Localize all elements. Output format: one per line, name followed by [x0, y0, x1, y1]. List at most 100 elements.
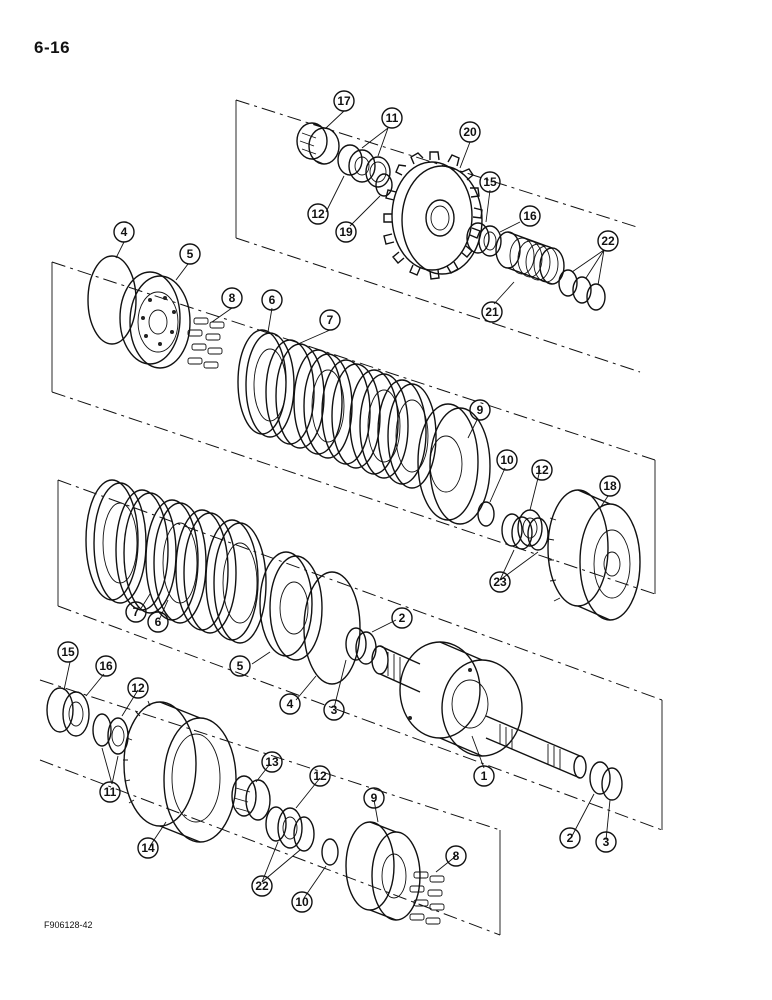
callout-6-lower: 6: [147, 611, 169, 633]
svg-text:4: 4: [121, 225, 128, 239]
gear-20: [383, 151, 483, 280]
svg-text:15: 15: [483, 175, 497, 189]
svg-text:12: 12: [535, 463, 549, 477]
bearing-set-12-23-upper: [501, 509, 549, 551]
svg-text:22: 22: [601, 234, 615, 248]
svg-text:9: 9: [371, 791, 378, 805]
svg-text:8: 8: [453, 849, 460, 863]
seal-rings-22: [558, 269, 606, 311]
callout-4-lower: 4: [279, 693, 301, 715]
o-ring-4-lower: [303, 571, 361, 685]
piston-5-upper: [119, 271, 191, 369]
callout-2-upper: 2: [391, 607, 413, 629]
o-ring-4-upper: [87, 255, 137, 345]
panel-frame-lower: [57, 479, 663, 831]
svg-text:14: 14: [141, 841, 155, 855]
needle-bearing-13: [231, 775, 271, 821]
svg-text:12: 12: [131, 681, 145, 695]
callout-15-top: 15: [479, 171, 501, 193]
svg-text:4: 4: [287, 697, 294, 711]
svg-text:11: 11: [104, 785, 117, 799]
panel-frame-bottom: [39, 679, 501, 936]
callout-12-bottom: 12: [309, 765, 331, 787]
callout-16-top: 16: [519, 205, 541, 227]
svg-text:17: 17: [337, 94, 351, 108]
svg-text:12: 12: [313, 769, 327, 783]
piston-5-lower: [259, 551, 323, 661]
svg-text:16: 16: [99, 659, 113, 673]
thrust-washer-set-11-top: [337, 144, 391, 188]
snap-ring-10-upper: [477, 501, 495, 527]
roller-bearing-17: [296, 122, 340, 165]
callout-5-upper: 5: [179, 243, 201, 265]
callout-18: 18: [599, 475, 621, 497]
callout-19: 19: [335, 221, 357, 243]
svg-text:1: 1: [481, 769, 488, 783]
svg-text:12: 12: [311, 207, 325, 221]
svg-text:3: 3: [331, 703, 338, 717]
callout-9-upper: 9: [469, 399, 491, 421]
callouts: 17 11 20 12 19 15 16 22 21 4 5 8 6 7 9 1…: [57, 90, 621, 913]
callout-23: 23: [489, 571, 511, 593]
callout-12-upper: 12: [531, 459, 553, 481]
svg-text:7: 7: [133, 605, 140, 619]
svg-text:5: 5: [187, 247, 194, 261]
clutch-disc-pack-upper: [237, 329, 437, 489]
panel-frame-top: [235, 99, 641, 373]
callout-13: 13: [261, 751, 283, 773]
callout-12-top: 12: [307, 203, 329, 225]
springs-8-upper: [187, 317, 225, 369]
svg-text:10: 10: [500, 453, 514, 467]
svg-text:2: 2: [567, 831, 574, 845]
callout-17: 17: [333, 90, 355, 112]
snap-ring-10-lower: [321, 838, 339, 866]
springs-8-lower: [409, 871, 445, 925]
seal-rings-2-3-shaft-end: [589, 761, 623, 801]
callout-14: 14: [137, 837, 159, 859]
callout-6-upper: 6: [261, 289, 283, 311]
callout-16-lower: 16: [95, 655, 117, 677]
callout-10-upper: 10: [496, 449, 518, 471]
leader-lines: [63, 110, 611, 899]
callout-3-upper: 3: [323, 699, 345, 721]
svg-text:22: 22: [255, 879, 269, 893]
svg-text:6: 6: [155, 615, 162, 629]
svg-text:8: 8: [229, 291, 236, 305]
callout-7-lower: 7: [125, 601, 147, 623]
output-shaft-1: [371, 641, 587, 779]
callout-22-top: 22: [597, 230, 619, 252]
bearing-12-22-lower: [265, 806, 315, 852]
svg-text:6: 6: [269, 293, 276, 307]
svg-text:2: 2: [399, 611, 406, 625]
svg-text:23: 23: [493, 575, 507, 589]
callout-1: 1: [473, 765, 495, 787]
ring-gear-14: [123, 700, 237, 843]
svg-text:16: 16: [523, 209, 537, 223]
panel-frame-middle: [51, 261, 656, 595]
callout-10-lower: 10: [291, 891, 313, 913]
callout-12-lower: 12: [127, 677, 149, 699]
callout-3-lower: 3: [595, 831, 617, 853]
clutch-disc-pack-lower: [85, 479, 267, 644]
callout-11-lower: 11: [99, 781, 121, 803]
svg-text:10: 10: [295, 895, 309, 909]
snap-ring-19: [375, 173, 393, 197]
figure-code: F906128-42: [44, 920, 93, 930]
callout-8-upper: 8: [221, 287, 243, 309]
svg-text:20: 20: [463, 125, 477, 139]
svg-text:11: 11: [386, 111, 399, 125]
drum-gear-18: [547, 489, 641, 621]
svg-text:18: 18: [603, 479, 617, 493]
svg-text:19: 19: [339, 225, 353, 239]
bearing-cup-15-top: [466, 222, 502, 257]
callout-5-lower: 5: [229, 655, 251, 677]
page-number: 6-16: [34, 38, 71, 57]
svg-text:13: 13: [265, 755, 279, 769]
washers-11-12-lower: [92, 713, 129, 755]
svg-text:21: 21: [485, 305, 499, 319]
callout-20: 20: [459, 121, 481, 143]
callout-2-lower: 2: [559, 827, 581, 849]
hub-9-lower: [345, 821, 421, 921]
svg-text:3: 3: [603, 835, 610, 849]
